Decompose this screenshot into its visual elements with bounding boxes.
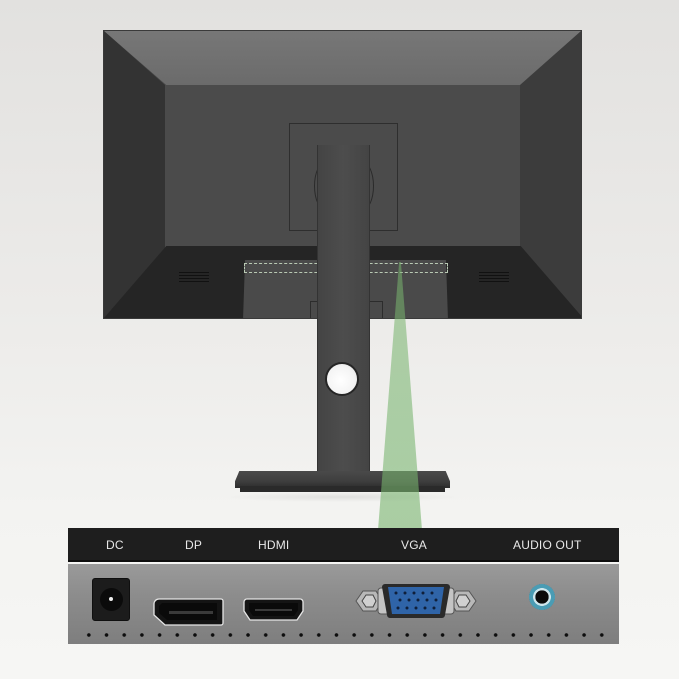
vent-dots (80, 633, 610, 637)
speaker-vent-right-icon (479, 272, 509, 284)
port-label-dp: DP (185, 538, 203, 552)
displayport-icon (153, 598, 224, 626)
port-label-dc: DC (106, 538, 124, 552)
dc-power-jack-icon (92, 578, 130, 621)
dc-pin (109, 597, 113, 601)
base-shadow (220, 492, 465, 502)
stand-base-foot (240, 486, 445, 492)
port-label-vga: VGA (401, 538, 427, 552)
monitor-top-bevel (104, 31, 581, 85)
port-label-hdmi: HDMI (258, 538, 290, 552)
port-label-audio-out: AUDIO OUT (513, 538, 582, 552)
vga-port-icon (355, 584, 477, 618)
cable-management-hole (325, 362, 359, 396)
hdmi-port-icon (243, 598, 304, 621)
audio-jack-icon (529, 584, 555, 610)
port-labels-bar: DC DP HDMI VGA AUDIO OUT (68, 528, 619, 562)
io-ports-closeup: DC DP HDMI VGA AUDIO OUT (68, 528, 619, 644)
stand-neck (317, 145, 370, 475)
speaker-vent-left-icon (179, 272, 209, 284)
dc-socket (100, 588, 123, 611)
